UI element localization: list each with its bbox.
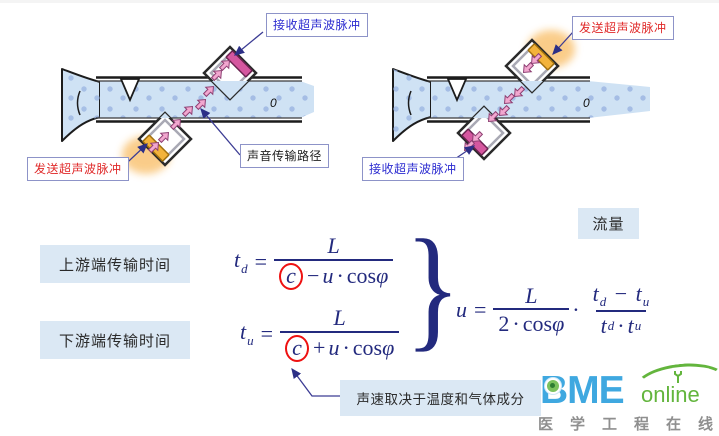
pipe-mark-right: 0 bbox=[583, 96, 590, 110]
pipe-right: 0 bbox=[392, 30, 650, 161]
logo-tagline: 医学工程在线 bbox=[538, 416, 719, 433]
tu-fraction: L c + u · cos φ bbox=[280, 305, 400, 362]
callout-sound-path: 声音传输路径 bbox=[240, 144, 330, 168]
caption-upstream-time: 上游端传输时间 bbox=[40, 245, 190, 283]
equation-td: td = L c − u · cos φ bbox=[234, 233, 394, 290]
callout-receive-left: 接收超声波脉冲 bbox=[266, 13, 368, 37]
note-sound-speed: 声速取决于温度和气体成分 bbox=[340, 380, 541, 416]
curly-brace: } bbox=[405, 212, 461, 364]
highlight-circle-c-tu: c bbox=[285, 334, 310, 362]
logo-lens-icon bbox=[545, 378, 561, 394]
left-receive-transducer-icon bbox=[202, 45, 258, 101]
u-fraction-1: L 2 · cos φ bbox=[493, 283, 570, 337]
callout-send-left: 发送超声波脉冲 bbox=[27, 157, 129, 181]
caption-downstream-time: 下游端传输时间 bbox=[40, 321, 190, 359]
logo-online-text: online bbox=[641, 382, 700, 407]
ultrasonic-flow-diagram: 0 bbox=[61, 30, 650, 397]
callout-send-right: 发送超声波脉冲 bbox=[572, 16, 674, 40]
pipe-left: 0 bbox=[61, 45, 314, 174]
callout-receive-right: 接收超声波脉冲 bbox=[362, 157, 464, 181]
highlight-circle-c-td: c bbox=[279, 262, 304, 290]
td-fraction: L c − u · cos φ bbox=[274, 233, 394, 290]
wrench-icon bbox=[674, 371, 682, 383]
td-lhs: td bbox=[234, 247, 248, 276]
pipe-mark-left: 0 bbox=[270, 96, 277, 110]
equation-tu: tu = L c + u · cos φ bbox=[240, 305, 400, 362]
tu-lhs: tu bbox=[240, 319, 254, 348]
caption-flow: 流量 bbox=[578, 208, 639, 239]
bme-online-logo: BME online 医学工程在线 bbox=[536, 359, 719, 436]
